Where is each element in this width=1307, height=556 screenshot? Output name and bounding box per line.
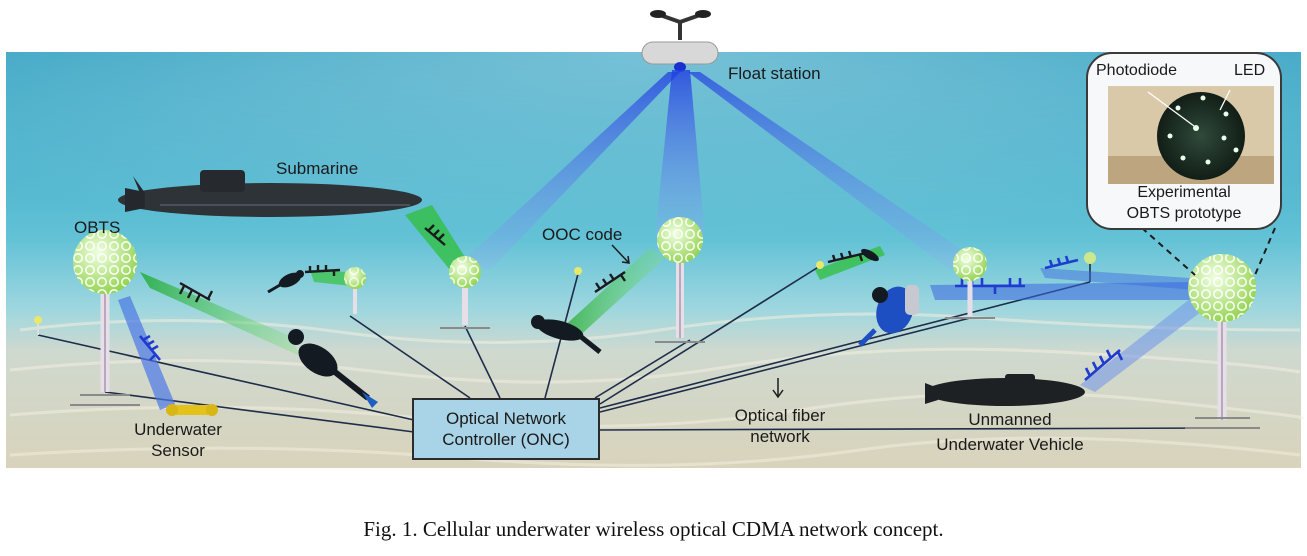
underwater-sensor xyxy=(166,404,218,416)
obts-tiny-right xyxy=(1084,252,1096,264)
obts-tiny-left xyxy=(34,316,42,335)
prototype-label: Experimental OBTS prototype xyxy=(1090,182,1278,224)
sensor-label: Underwater Sensor xyxy=(118,419,238,461)
obts-stations xyxy=(34,217,1260,429)
submarine-label: Submarine xyxy=(276,159,359,178)
ooc-code-label: OOC code xyxy=(542,225,623,244)
diver-right xyxy=(858,285,919,347)
fiber-label: Optical fiber network xyxy=(710,405,850,447)
photodiode-label: Photodiode xyxy=(1096,62,1177,79)
uuv xyxy=(925,374,1085,406)
float-station xyxy=(641,10,719,72)
prototype-label-line1: Experimental xyxy=(1137,184,1231,201)
obts-mid-left xyxy=(344,267,366,314)
onc-label-line2: Controller (ONC) xyxy=(442,430,570,449)
fiber-label-line2: network xyxy=(750,427,810,446)
obts-tiny-center-right xyxy=(816,261,824,269)
obts-label: OBTS xyxy=(74,218,121,237)
uuv-label-line2: Underwater Vehicle xyxy=(936,435,1084,454)
onc-box: Optical Network Controller (ONC) xyxy=(412,398,600,460)
prototype-photo xyxy=(1108,86,1274,184)
onc-label-line1: Optical Network xyxy=(446,409,566,428)
led-label: LED xyxy=(1234,62,1266,79)
obts-right-small xyxy=(945,247,995,319)
blue-beams-right xyxy=(118,268,1210,410)
diver-tiny xyxy=(861,248,879,262)
obts-right xyxy=(1185,254,1260,429)
sensor-label-line1: Underwater xyxy=(134,420,222,439)
ooc-code-marks xyxy=(178,224,871,303)
network-scene xyxy=(6,10,1304,468)
obts-tiny-middle xyxy=(574,267,582,275)
obts-left xyxy=(70,230,140,406)
float-station-label: Float station xyxy=(728,64,821,83)
fiber-label-line1: Optical fiber xyxy=(734,406,826,425)
float-station-beams xyxy=(462,70,980,270)
prototype-label-line2: OBTS prototype xyxy=(1126,205,1242,222)
uuv-label-line1: Unmanned xyxy=(968,410,1052,429)
obts-center xyxy=(655,217,705,343)
sensor-label-line2: Sensor xyxy=(151,441,205,460)
diver-small xyxy=(267,270,304,294)
inset-pointer-lines xyxy=(1141,227,1276,276)
obts-center-left xyxy=(440,256,490,329)
divers xyxy=(267,248,919,408)
ooc-arrow xyxy=(611,244,630,264)
diver-left xyxy=(288,329,378,408)
uuv-label: Unmanned Underwater Vehicle xyxy=(905,409,1115,455)
submarine xyxy=(118,170,422,217)
diver-middle xyxy=(531,315,602,354)
figure-caption: Fig. 1. Cellular underwater wireless opt… xyxy=(363,517,944,541)
fiber-arrow xyxy=(772,378,784,399)
